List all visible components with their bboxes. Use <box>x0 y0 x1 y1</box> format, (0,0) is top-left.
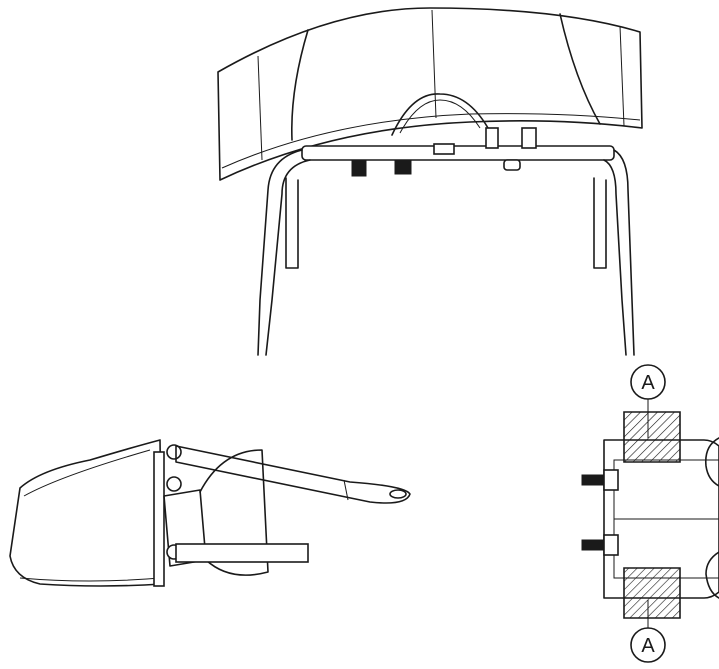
frame-leg-right-outer <box>613 149 635 356</box>
mount-clip-2 <box>394 159 412 175</box>
section-bolt-top <box>581 474 605 486</box>
mount-clip-1 <box>351 159 367 177</box>
side-canopy-bottom <box>19 577 161 582</box>
mount-clip-6 <box>503 159 521 171</box>
side-canopy-body <box>9 439 163 587</box>
canopy-panel-center <box>431 9 437 119</box>
side-frame-edge <box>153 451 165 587</box>
section-hatch-bottom <box>623 567 681 619</box>
side-arm-slot <box>389 489 407 499</box>
canopy-shell <box>217 7 643 181</box>
callout-a-top-label: A <box>641 372 655 394</box>
section-bolt-bottom-head <box>603 534 619 556</box>
frame-leg-left-inner <box>265 159 311 356</box>
callout-a-top: A <box>630 364 666 438</box>
side-support-arm <box>175 445 411 504</box>
section-view: A A <box>581 364 719 663</box>
section-bolt-top-head <box>603 469 619 491</box>
frame-post-left <box>285 177 299 269</box>
canopy-center-arch-inner <box>399 99 481 134</box>
mount-clip-3 <box>433 143 455 155</box>
canopy-center-arch <box>391 93 489 136</box>
section-hatch-top <box>623 411 681 463</box>
canopy-side-view <box>9 439 411 587</box>
callout-a-bottom-label: A <box>641 635 655 657</box>
callout-a-bottom: A <box>630 600 666 663</box>
canopy-lower-edge <box>221 113 641 169</box>
side-arm-neck <box>343 479 349 501</box>
section-housing <box>603 439 719 599</box>
canopy-panel-left <box>257 55 263 161</box>
mount-bar <box>301 145 615 161</box>
frame-leg-left-outer <box>257 149 303 356</box>
section-right-curve <box>704 437 719 487</box>
canopy-panel-mid-right <box>559 13 601 125</box>
side-knob-mid <box>166 476 182 492</box>
mount-clip-5 <box>521 127 537 149</box>
callout-a-top-circle <box>630 364 666 400</box>
section-bolt-bottom <box>581 539 605 551</box>
side-foot-plate <box>175 543 309 563</box>
frame-leg-right-inner <box>603 159 627 356</box>
side-knob-top <box>166 444 182 460</box>
callout-a-bottom-circle <box>630 627 666 663</box>
frame-post-right <box>593 177 607 269</box>
side-canopy-fold <box>23 449 151 497</box>
mount-clip-4 <box>485 127 499 149</box>
canopy-panel-right <box>619 25 625 127</box>
section-right-curve-bottom <box>705 551 719 599</box>
canopy-panel-mid-left <box>291 29 309 141</box>
canopy-front-view <box>217 7 643 356</box>
